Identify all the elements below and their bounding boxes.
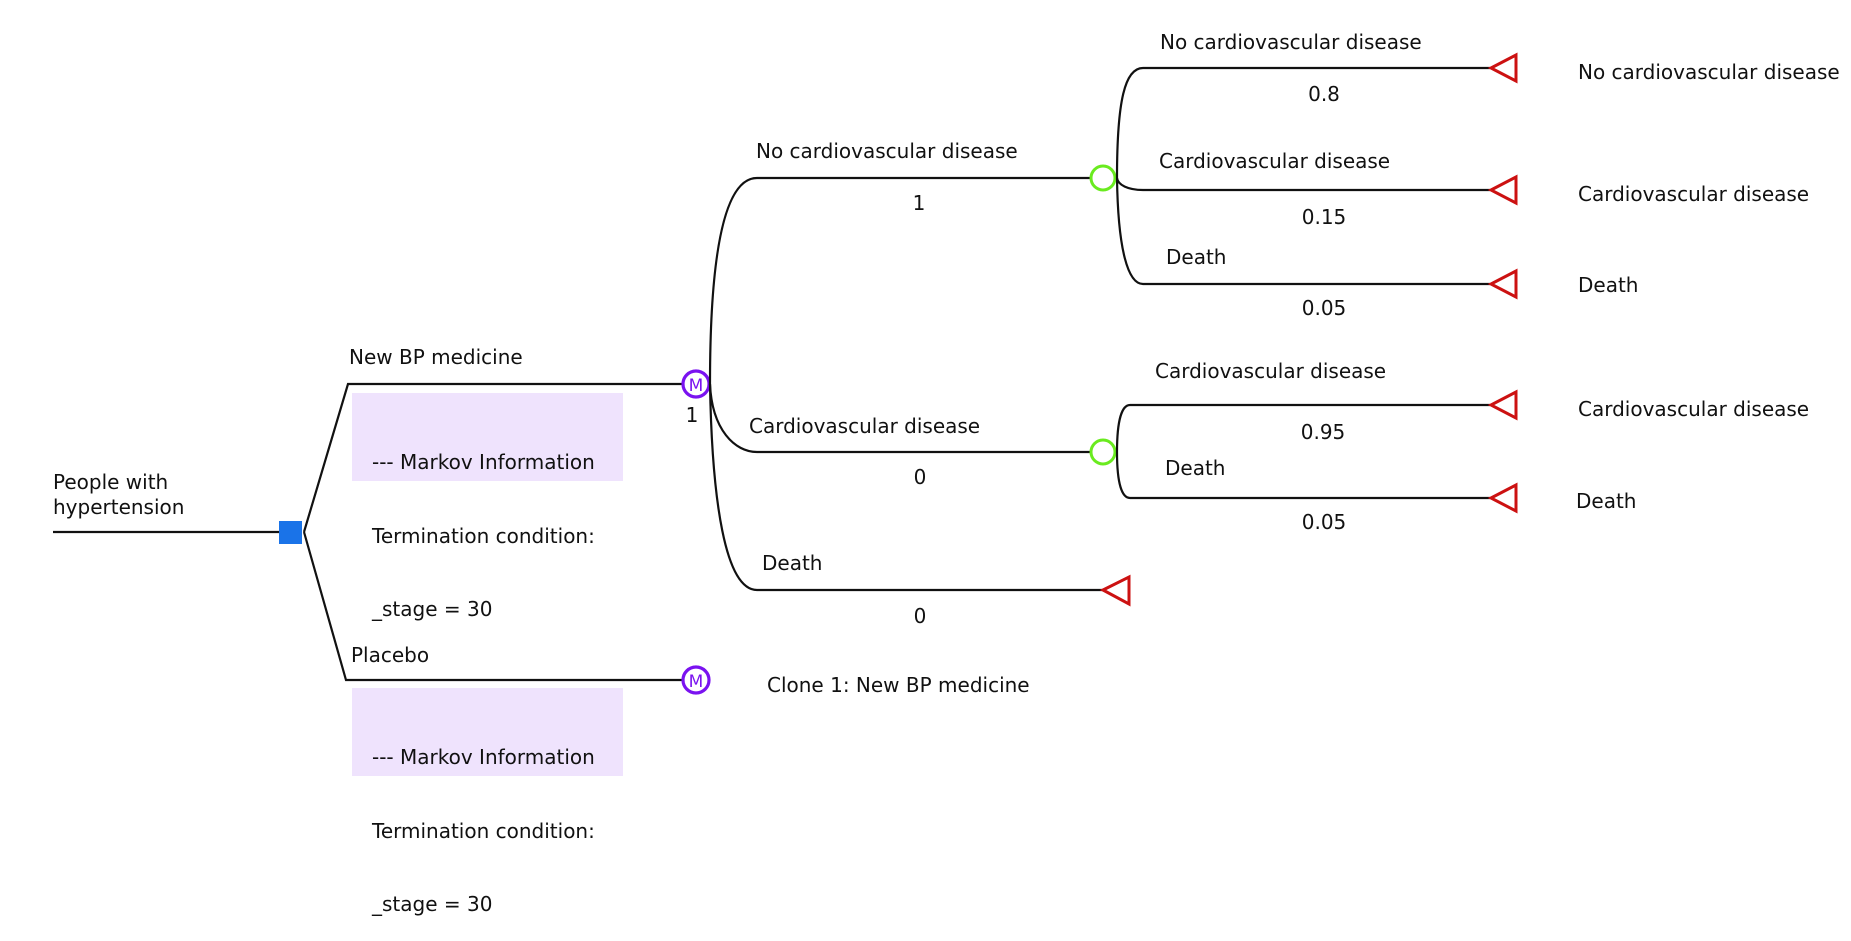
state-label-cvd: Cardiovascular disease <box>749 414 980 438</box>
transition-label: Cardiovascular disease <box>1155 359 1386 383</box>
markov-node-new-bp[interactable]: M <box>681 369 711 399</box>
transition-label: No cardiovascular disease <box>1160 30 1422 54</box>
transition-prob: 0.8 <box>1308 82 1340 106</box>
markov-info-line: --- Markov Information <box>372 450 595 474</box>
markov-info-line: --- Markov Information <box>372 745 595 769</box>
strategy-edge-placebo <box>302 531 683 682</box>
terminal-node-icon[interactable] <box>1487 52 1518 84</box>
chance-node-icon[interactable] <box>1089 164 1117 192</box>
terminal-node-icon[interactable] <box>1487 482 1518 514</box>
state-label-death: Death <box>762 551 822 575</box>
chance-node-icon[interactable] <box>1089 438 1117 466</box>
state-edge-cvd <box>708 383 1091 454</box>
state-prob-cvd: 0 <box>914 465 927 489</box>
transition-prob: 0.95 <box>1301 420 1346 444</box>
strategy-label-placebo: Placebo <box>351 643 429 667</box>
jump-to-label: Death <box>1578 273 1638 297</box>
jump-to-label: Cardiovascular disease <box>1578 397 1809 421</box>
decision-tree: People with hypertension New BP medicine… <box>53 30 1840 697</box>
state-label-no-cvd: No cardiovascular disease <box>756 139 1018 163</box>
markov-info-line: Termination condition: <box>372 523 595 548</box>
root-label-line2: hypertension <box>53 495 184 519</box>
transition-prob: 0.05 <box>1302 510 1347 534</box>
markov-value-label: 1 <box>686 403 699 427</box>
markov-glyph: M <box>689 672 704 692</box>
state-edge-death <box>708 383 1104 592</box>
markov-info-line: _stage = 30 <box>372 597 493 621</box>
state-prob-death: 0 <box>914 604 927 628</box>
transition-label: Cardiovascular disease <box>1159 149 1390 173</box>
terminal-node-icon[interactable] <box>1487 174 1518 206</box>
transition-edge <box>1115 177 1490 286</box>
strategy-label-new-bp: New BP medicine <box>349 345 523 369</box>
terminal-node-icon[interactable] <box>1487 389 1518 421</box>
transition-edge <box>1115 66 1490 179</box>
transition-label: Death <box>1166 245 1226 269</box>
decision-square-icon[interactable] <box>279 521 302 544</box>
transition-edge <box>1115 403 1490 453</box>
root-label-line1: People with <box>53 470 168 494</box>
transition-label: Death <box>1165 456 1225 480</box>
transition-edge <box>1115 177 1490 192</box>
transition-edge <box>1115 451 1490 500</box>
markov-node-placebo[interactable]: M <box>681 665 711 695</box>
markov-info-box: --- Markov Information Termination condi… <box>352 393 623 621</box>
clone-label: Clone 1: New BP medicine <box>767 673 1030 697</box>
state-prob-no-cvd: 1 <box>913 191 926 215</box>
markov-info-line: _stage = 30 <box>372 892 493 916</box>
markov-info-box: --- Markov Information Termination condi… <box>352 688 623 916</box>
strategy-edge-new-bp <box>302 382 683 533</box>
terminal-node-icon[interactable] <box>1099 574 1131 607</box>
jump-to-label: No cardiovascular disease <box>1578 60 1840 84</box>
markov-node-icon <box>681 665 711 695</box>
state-edge-no-cvd <box>708 176 1091 385</box>
transition-prob: 0.15 <box>1302 205 1347 229</box>
terminal-node-icon[interactable] <box>1487 268 1518 300</box>
jump-to-label: Cardiovascular disease <box>1578 182 1809 206</box>
transition-prob: 0.05 <box>1302 296 1347 320</box>
markov-info-line: Termination condition: <box>372 818 595 843</box>
markov-glyph: M <box>689 376 704 396</box>
jump-to-label: Death <box>1576 489 1636 513</box>
